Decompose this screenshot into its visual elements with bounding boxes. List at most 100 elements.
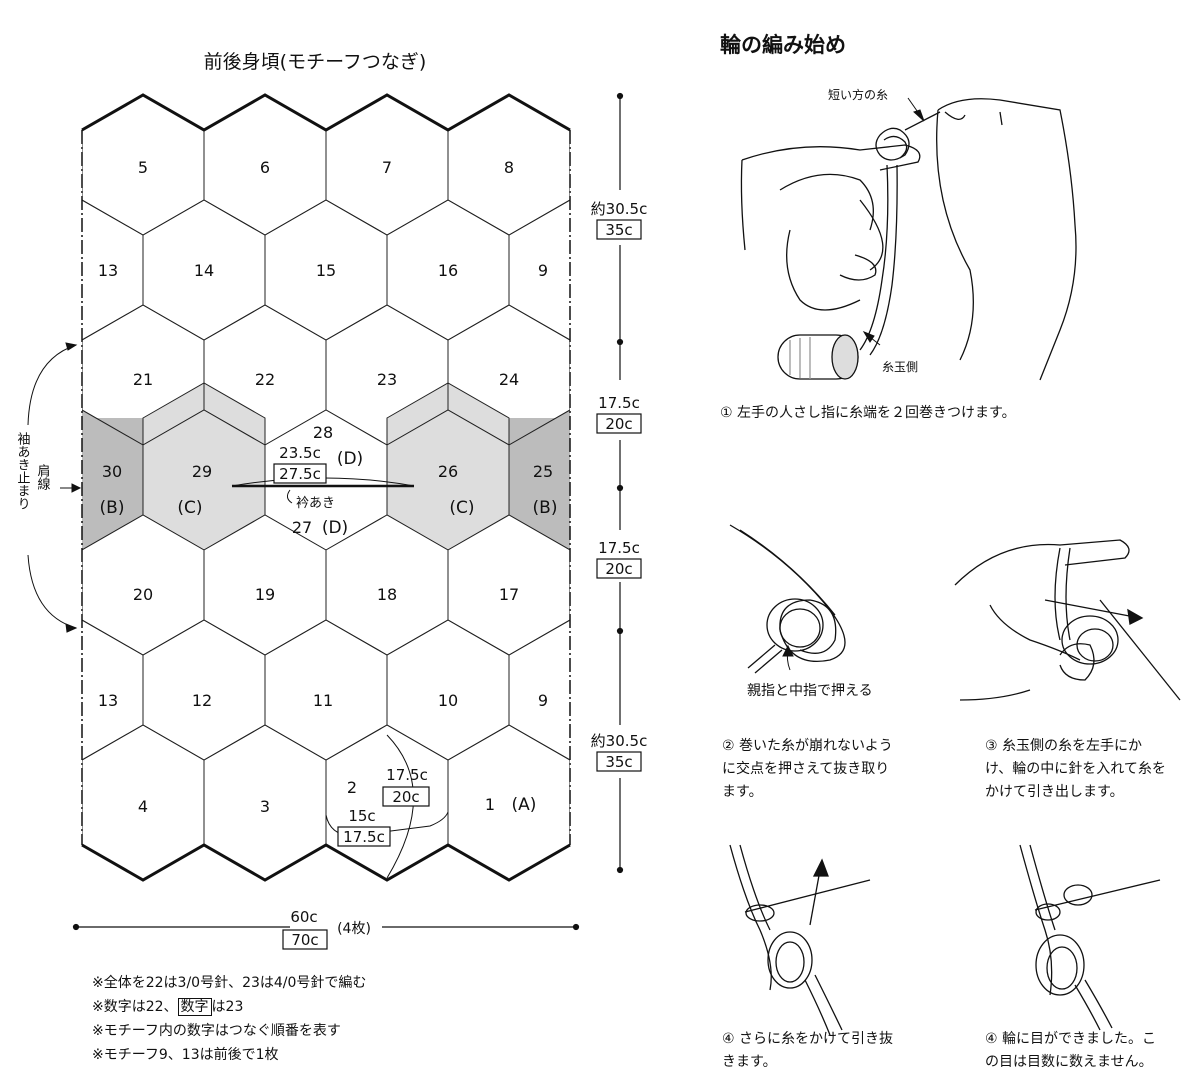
- step4-line2: きます。: [722, 1054, 777, 1070]
- dim-top-height-box: [596, 219, 642, 240]
- motif-26: 26: [438, 462, 458, 481]
- dim-lower-mid: 17.5c: [598, 539, 640, 557]
- motif-29: 29: [192, 462, 212, 481]
- dim-width-box: [282, 929, 328, 950]
- motif-2-height-box: [382, 786, 430, 807]
- step2-line2: に交点を押さえて抜き取り: [722, 760, 889, 777]
- body-outline: [81, 93, 571, 882]
- dim-width-boxed: 70c: [291, 931, 318, 949]
- step5-stitch-illustration: [1019, 844, 1161, 1031]
- motif-2-width: 15c: [348, 807, 375, 825]
- dim-pieces: (4枚): [337, 921, 371, 937]
- motif-18: 18: [377, 585, 397, 604]
- dim-top-height-boxed: 35c: [605, 221, 632, 239]
- right-title: 輪の編み始め: [720, 33, 846, 57]
- neck-width: 23.5c: [279, 444, 321, 462]
- step1-caption: ① 左手の人さし指に糸端を２回巻きつけます。: [720, 405, 1016, 421]
- hold-label: 親指と中指で押える: [747, 683, 873, 699]
- shoulder-line-label: 肩線: [35, 463, 51, 490]
- type-c-left: (C): [177, 498, 202, 518]
- step3-line2: け、輪の中に針を入れて糸を: [985, 760, 1166, 777]
- neck-width-box: [273, 463, 327, 484]
- dim-bottom-height-boxed: 35c: [605, 753, 632, 771]
- motif-30: 30: [102, 462, 122, 481]
- motif-28: 28: [313, 423, 333, 442]
- left-title: 前後身頃(モチーフつなぎ): [204, 51, 427, 73]
- dim-lower-mid-box: [596, 558, 642, 579]
- motif-13-bottom: 13: [98, 691, 118, 710]
- motif-2-height: 17.5c: [386, 766, 428, 784]
- step4-line1: ④ さらに糸をかけて引き抜: [722, 1031, 893, 1047]
- motif-20: 20: [133, 585, 153, 604]
- short-yarn-label: 短い方の糸: [828, 87, 888, 102]
- motif-22: 22: [255, 370, 275, 389]
- note-number-key-pre: ※数字は22、: [92, 999, 178, 1015]
- dim-upper-mid-box: [596, 413, 642, 434]
- motif-2: 2: [347, 778, 357, 797]
- type-b-left: (B): [100, 498, 125, 518]
- note-number-key-post: は23: [211, 999, 244, 1015]
- type-a: (A): [512, 795, 537, 815]
- dim-top-height: 約30.5c: [591, 200, 648, 218]
- leader-lines: [782, 97, 925, 671]
- type-d-lower: (D): [322, 518, 348, 538]
- motif-21: 21: [133, 370, 153, 389]
- dim-bottom-height-box: [596, 751, 642, 772]
- note-shared-motifs: ※モチーフ9、13は前後で1枚: [92, 1047, 279, 1063]
- motif-16: 16: [438, 261, 458, 280]
- motif-17: 17: [499, 585, 519, 604]
- step2-loop-illustration: [729, 524, 846, 674]
- motif-2-width-boxed: 17.5c: [343, 828, 385, 846]
- step3-line1: ③ 糸玉側の糸を左手にか: [985, 738, 1142, 754]
- sleeve-opening-label: 袖あき止まり: [15, 432, 31, 510]
- motif-12: 12: [192, 691, 212, 710]
- neck-width-boxed: 27.5c: [279, 465, 321, 483]
- type-d-upper: (D): [337, 449, 363, 469]
- motif-25: 25: [533, 462, 553, 481]
- motif-27: 27: [292, 518, 312, 537]
- motif-1: 1: [485, 795, 495, 814]
- note-number-key: ※数字は22、数字は23: [92, 996, 243, 1016]
- step4-pull-through-illustration: [729, 844, 871, 1036]
- step5-line1: ④ 輪に目ができました。こ: [985, 1030, 1156, 1047]
- side-edges: [81, 130, 571, 845]
- motif-11: 11: [313, 691, 333, 710]
- motif-4: 4: [138, 797, 148, 816]
- ball-side-label: 糸玉側: [882, 360, 918, 374]
- motif-9-top: 9: [538, 261, 548, 280]
- dim-upper-mid: 17.5c: [598, 394, 640, 412]
- step2-line3: ます。: [722, 784, 763, 800]
- dim-upper-mid-boxed: 20c: [605, 415, 632, 433]
- motif-19: 19: [255, 585, 275, 604]
- motif-7: 7: [382, 158, 392, 177]
- motif-6: 6: [260, 158, 270, 177]
- dim-lower-mid-boxed: 20c: [605, 560, 632, 578]
- type-c-right: (C): [449, 498, 474, 518]
- step1-hand-illustration: [740, 98, 1077, 381]
- note-number-key-box: 数字: [177, 998, 212, 1016]
- note-order: ※モチーフ内の数字はつなぐ順番を表す: [92, 1023, 341, 1039]
- motif-2-width-box: [337, 826, 391, 847]
- height-dimension-line: [616, 92, 624, 874]
- type-b-right: (B): [533, 498, 558, 518]
- motif-type-labels: (A) (B) (C) (C) (B) (D) (D): [100, 449, 558, 815]
- neck-opening-label: 衿あき: [296, 496, 335, 511]
- motif-9-bottom: 9: [538, 691, 548, 710]
- motif-14: 14: [194, 261, 214, 280]
- motif-5: 5: [138, 158, 148, 177]
- motif-24: 24: [499, 370, 519, 389]
- motif-10: 10: [438, 691, 458, 710]
- motif-8: 8: [504, 158, 514, 177]
- note-hook-size: ※全体を22は3/0号針、23は4/0号針で編む: [92, 975, 367, 991]
- sleeve-arrows: [27, 342, 82, 633]
- motif-numbers: 5 6 7 8 13 14 15 16 9 21 22 23 24 30 29 …: [98, 158, 553, 816]
- motif-15: 15: [316, 261, 336, 280]
- motif-2-height-boxed: 20c: [392, 788, 419, 806]
- step5-line2: の目は目数に数えません。: [985, 1054, 1153, 1070]
- dim-bottom-height: 約30.5c: [591, 732, 648, 750]
- step3-hook-illustration: [954, 539, 1181, 701]
- step2-line1: ② 巻いた糸が崩れないよう: [722, 738, 893, 754]
- motif-13-top: 13: [98, 261, 118, 280]
- width-dimension-line: [72, 923, 580, 931]
